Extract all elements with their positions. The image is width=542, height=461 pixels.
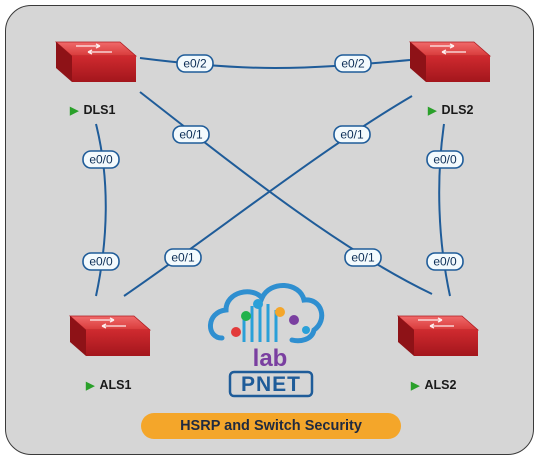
link-dls2-als1 — [123, 95, 413, 297]
svg-text:e0/0: e0/0 — [433, 153, 457, 167]
svg-text:e0/1: e0/1 — [340, 128, 364, 142]
device-label-als2: ▶ALS2 — [411, 378, 457, 392]
device-label-als1: ▶ALS1 — [86, 378, 132, 392]
svg-text:e0/1: e0/1 — [179, 128, 203, 142]
svg-text:lab: lab — [253, 345, 288, 372]
port-dls2-e01: e0/1 — [333, 125, 371, 144]
port-dls1-e02: e0/2 — [176, 54, 214, 73]
port-dls1-e01: e0/1 — [172, 125, 210, 144]
svg-text:e0/1: e0/1 — [171, 251, 195, 265]
device-label-dls1: ▶DLS1 — [70, 103, 116, 117]
play-icon: ▶ — [428, 105, 437, 117]
svg-text:e0/2: e0/2 — [341, 57, 365, 71]
svg-text:e0/0: e0/0 — [433, 255, 457, 269]
link-dls1-als2 — [139, 91, 433, 295]
switch-dls1[interactable] — [55, 41, 137, 83]
cloud-outline — [208, 283, 325, 344]
svg-text:e0/2: e0/2 — [183, 57, 207, 71]
pnet-lab-cloud-logo: lab PNET — [208, 283, 325, 398]
play-icon: ▶ — [70, 105, 79, 117]
switch-als2[interactable] — [397, 315, 479, 357]
port-als2-e01: e0/1 — [344, 248, 382, 267]
port-dls2-e02: e0/2 — [334, 54, 372, 73]
port-labels: e0/2 e0/2 e0/1 e0/1 e0/0 e0/0 — [82, 54, 464, 271]
svg-text:PNET: PNET — [241, 373, 301, 396]
port-dls2-e00: e0/0 — [426, 150, 464, 169]
layer2-switch-icon — [55, 41, 137, 83]
svg-text:e0/0: e0/0 — [89, 153, 113, 167]
layer2-switch-icon — [409, 41, 491, 83]
port-dls1-e00: e0/0 — [82, 150, 120, 169]
link-dls2-als2 — [438, 123, 451, 297]
layer2-switch-icon — [69, 315, 151, 357]
layer2-switch-icon — [397, 315, 479, 357]
port-als1-e01: e0/1 — [164, 248, 202, 267]
port-als1-e00: e0/0 — [82, 252, 120, 271]
device-label-dls2: ▶DLS2 — [428, 103, 474, 117]
diagram-title-banner: HSRP and Switch Security — [141, 413, 401, 439]
port-als2-e00: e0/0 — [426, 252, 464, 271]
links — [95, 57, 451, 297]
switch-als1[interactable] — [69, 315, 151, 357]
link-dls1-als1 — [95, 123, 107, 297]
svg-text:e0/0: e0/0 — [89, 255, 113, 269]
play-icon: ▶ — [411, 380, 420, 392]
switch-dls2[interactable] — [409, 41, 491, 83]
svg-text:e0/1: e0/1 — [351, 251, 375, 265]
play-icon: ▶ — [86, 380, 95, 392]
